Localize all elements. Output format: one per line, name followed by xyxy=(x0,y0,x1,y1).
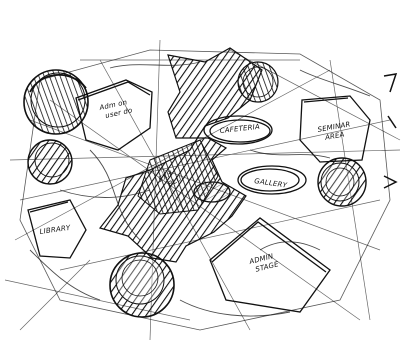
left-middle-tower xyxy=(28,140,72,184)
label-admin-top: Adm on user do xyxy=(98,98,133,121)
top-right-tower xyxy=(238,62,278,102)
label-seminar: SEMINAR AREA xyxy=(317,120,355,143)
label-gallery: GALLERY xyxy=(254,177,288,190)
label-library: LIBRARY xyxy=(39,224,71,236)
right-tower xyxy=(318,158,366,206)
label-admin-stage: ADMIN STAGE xyxy=(248,251,280,275)
label-cafeteria: CAFETERIA xyxy=(219,123,260,135)
bottom-tower xyxy=(110,253,174,317)
edge-marks xyxy=(384,74,396,188)
